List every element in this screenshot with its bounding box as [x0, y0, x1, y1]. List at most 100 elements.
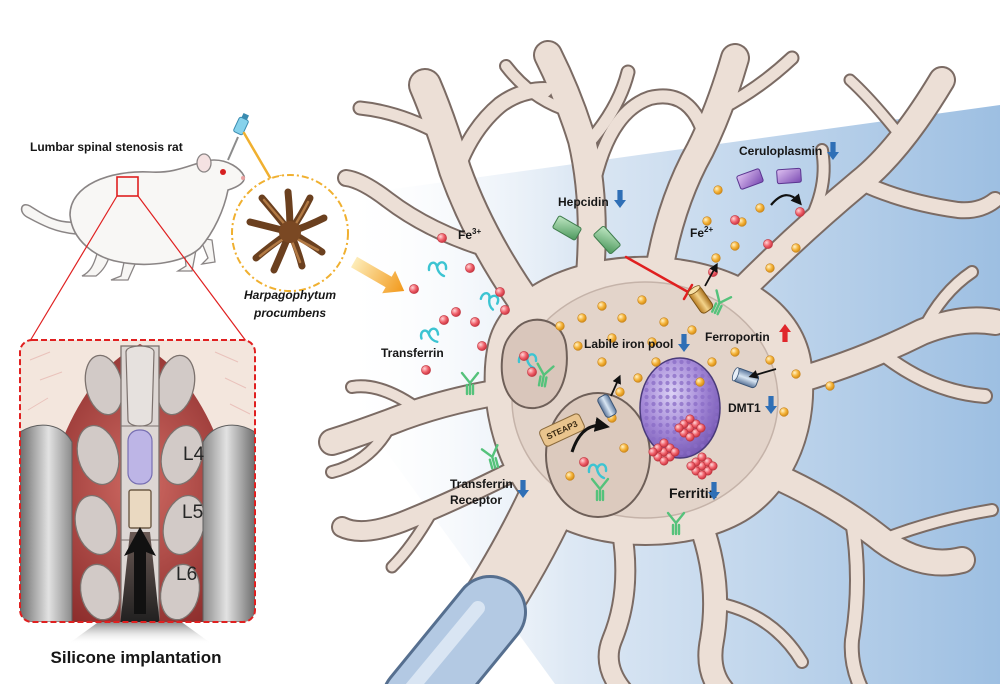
ceruloplasmin-label: Ceruloplasmin — [739, 144, 822, 158]
vesicle-granule — [651, 415, 656, 421]
dendrite — [917, 267, 977, 337]
dendrite — [707, 597, 807, 667]
vesicle-granule — [679, 366, 684, 372]
rat-nose — [241, 176, 245, 180]
ferritin-subunit — [674, 423, 684, 433]
fe2-ion — [779, 407, 789, 417]
vesicle-granule — [644, 422, 649, 428]
fe2-ion — [755, 203, 765, 213]
fe2-ion — [615, 387, 625, 397]
dendrite — [576, 66, 634, 156]
fe2-ion — [707, 357, 717, 367]
dendrite — [347, 381, 427, 417]
fe2-ion — [730, 347, 740, 357]
inset-border — [19, 339, 256, 623]
hepcidin-molecule — [552, 215, 582, 241]
transferrin-receptor-label-line2: Receptor — [450, 493, 502, 507]
dendrite — [780, 308, 1000, 394]
vesicle-granule — [693, 366, 698, 372]
vesicle-granule — [679, 408, 684, 414]
dendrite — [333, 463, 521, 540]
vesicle-granule — [707, 387, 712, 393]
fe3-ion — [439, 315, 449, 325]
vesicle-granule — [672, 394, 677, 400]
fe3-ion — [579, 457, 589, 467]
vesicle-granule — [707, 380, 712, 386]
vesicle-granule — [651, 408, 656, 414]
vesicle-granule — [672, 408, 677, 414]
ferritin-subunit — [697, 470, 707, 480]
hepcidin-label: Hepcidin — [558, 195, 609, 209]
fe2-ion — [597, 357, 607, 367]
ferritin-subunit — [670, 447, 680, 457]
vesicle-granule — [679, 380, 684, 386]
silicone-implant — [128, 489, 152, 529]
transferrin-icon — [587, 463, 608, 480]
fe3-ion — [527, 367, 537, 377]
vesicle-granule — [700, 387, 705, 393]
fe3-ion — [763, 239, 773, 249]
fe3-ion — [495, 287, 505, 297]
vesicle-granule — [679, 387, 684, 393]
vesicle-granule — [700, 443, 705, 449]
vesicle-granule — [651, 422, 656, 428]
fe2-ion — [607, 333, 617, 343]
vesicle-granule — [707, 394, 712, 400]
vesicle-granule — [658, 429, 663, 435]
vesicle-granule — [665, 429, 670, 435]
zoom-lines — [29, 195, 247, 342]
vesicle-granule — [700, 415, 705, 421]
endosome-left — [500, 318, 568, 410]
vesicle-granule — [693, 408, 698, 414]
vesicle-granule — [693, 436, 698, 442]
vesicle-granule — [679, 436, 684, 442]
ferritin-subunit — [708, 461, 718, 471]
dendrite — [327, 417, 397, 477]
vesicle-granule — [658, 366, 663, 372]
vesicle-granule — [686, 401, 691, 407]
fe2-label: Fe2+ — [690, 225, 713, 240]
vesicle-granule — [665, 422, 670, 428]
vesicle-granule — [672, 387, 677, 393]
fe3-ion — [519, 351, 529, 361]
vesicle-granule — [665, 415, 670, 421]
hepcidin-down-arrow-icon — [614, 190, 626, 208]
ferritin-subunit — [697, 452, 707, 462]
vesicle-granule — [665, 373, 670, 379]
vesicle-granule — [679, 394, 684, 400]
fe3-ion — [795, 207, 805, 217]
herb-name-line1: Harpagophytum — [244, 288, 336, 302]
fe2-ion — [791, 243, 801, 253]
ceruloplasmin-molecules — [736, 167, 802, 190]
ferritin-subunit — [686, 461, 696, 471]
dendrite — [647, 45, 748, 278]
vesicle-granule — [665, 380, 670, 386]
transferrin-receptor-icon — [590, 477, 610, 502]
fe2-ion — [555, 321, 565, 331]
dendrite — [845, 514, 866, 684]
fe2-ion — [765, 355, 775, 365]
fe2-ion — [791, 369, 801, 379]
ferritin-subunit — [648, 447, 658, 457]
fe2-ion — [619, 443, 629, 453]
vesicle-granule — [658, 415, 663, 421]
fe2-ion — [633, 373, 643, 383]
vesicle-granule — [672, 401, 677, 407]
vesicle-granule — [700, 373, 705, 379]
level-label-l6: L6 — [176, 564, 197, 585]
rat-tail — [20, 204, 77, 235]
vesicle-granule — [686, 394, 691, 400]
vesicle-granule — [700, 436, 705, 442]
fe2-ions — [555, 185, 835, 481]
transferrin-icon — [427, 261, 448, 278]
vesicle-granule — [658, 380, 663, 386]
dendrite — [795, 145, 829, 243]
vesicle-granule — [714, 401, 719, 407]
fe2-ion — [687, 325, 697, 335]
ferritin-down-arrow-icon — [708, 482, 720, 500]
vesicle-granule — [679, 373, 684, 379]
vesicle-granule — [672, 429, 677, 435]
ferritin-subunit — [696, 423, 706, 433]
vesicle-granule — [707, 429, 712, 435]
rat-label: Lumbar spinal stenosis rat — [30, 140, 183, 154]
